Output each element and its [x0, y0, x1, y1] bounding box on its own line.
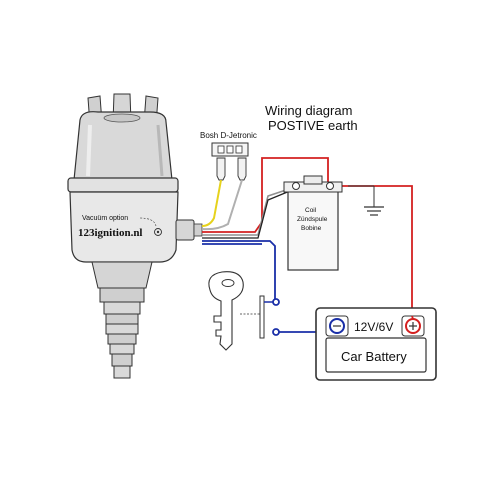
coil-label-1: Coil: [305, 207, 317, 214]
coil-label-3: Bobine: [301, 225, 322, 232]
positive-lead: [411, 315, 414, 320]
switch-terminal-lower-icon: [272, 328, 280, 336]
coil-terminal-negative-icon: [292, 182, 300, 190]
wire-harness: [201, 157, 413, 316]
ground-icon: [348, 185, 384, 216]
brand-label: 123ignition.nl: [78, 227, 143, 239]
ignition-coil: Coil Zündspule Bobine: [283, 175, 343, 271]
ignition-switch: [240, 295, 280, 339]
battery-voltage-label: 12V/6V: [354, 320, 393, 334]
coil-label-2: Zündspule: [297, 216, 328, 223]
car-battery: 12V/6V Car Battery: [315, 307, 437, 381]
distributor: Vacuüm option 123ignition.nl: [67, 93, 203, 379]
coil-terminal-positive-icon: [326, 182, 334, 190]
d-jetronic-connector: [211, 142, 249, 181]
switch-terminal-upper-icon: [272, 298, 280, 306]
connector-label: Bosh D-Jetronic: [200, 131, 257, 140]
vacuum-option-label: Vacuüm option: [82, 215, 128, 222]
vacuum-port-icon: [154, 228, 162, 236]
diagram-title-line2: POSTIVE earth: [268, 118, 358, 133]
ignition-key-icon: [208, 271, 244, 351]
diagram-title-line1: Wiring diagram: [265, 103, 352, 118]
battery-label: Car Battery: [341, 349, 407, 364]
